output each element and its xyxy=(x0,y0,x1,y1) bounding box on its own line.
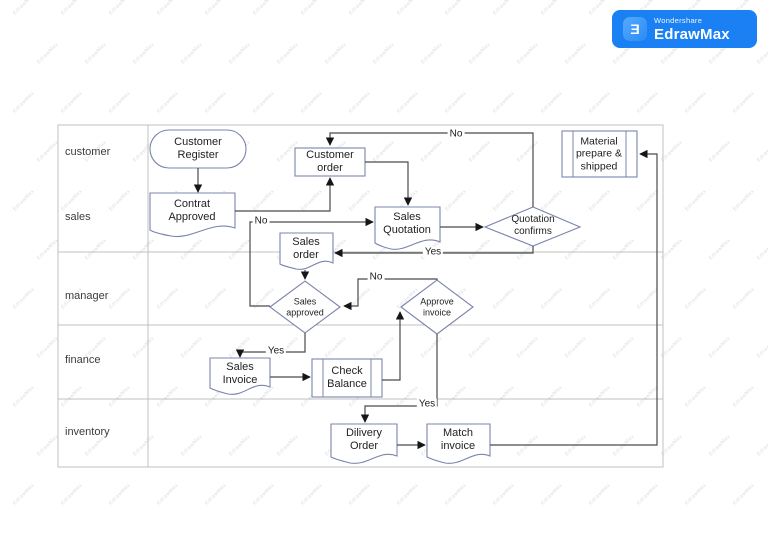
connector-confirms-yes-to-sales-order xyxy=(334,246,534,258)
node-label-sales-order: Sales order xyxy=(292,236,320,261)
logo-product-text: EdrawMax xyxy=(654,25,730,43)
edge-label-sales-approved-no: No xyxy=(252,215,270,227)
node-label-contrat-approved: Contrat Approved xyxy=(168,198,216,223)
lane-label-manager: manager xyxy=(65,290,109,302)
edge-label-quotation-yes: Yes xyxy=(422,246,444,258)
connector-contrat-to-customer-order xyxy=(235,177,335,212)
decision-approve-invoice[interactable] xyxy=(400,279,474,335)
node-label-sales-invoice: Sales Invoice xyxy=(222,361,258,386)
connectors xyxy=(193,132,658,450)
lane-label-sales: sales xyxy=(65,211,91,223)
lane-label-customer: customer xyxy=(65,146,111,158)
predefined-material-prepare-shipped[interactable] xyxy=(561,130,638,178)
connector-confirms-no-to-customer-order xyxy=(325,132,534,207)
lane-label-inventory: inventory xyxy=(65,426,110,438)
connector-match-to-material xyxy=(490,149,658,446)
node-label-approve-invoice: Approve invoice xyxy=(420,296,454,317)
connector-customer-order-to-quotation xyxy=(365,161,413,206)
document-contrat-approved[interactable] xyxy=(149,192,236,238)
edge-label-approve-invoice-yes: Yes xyxy=(416,398,438,410)
document-sales-order[interactable] xyxy=(279,232,334,270)
wondershare-logo-icon: Ǝ xyxy=(623,17,647,41)
node-label-sales-quotation: Sales Quotation xyxy=(383,211,431,236)
decision-quotation-confirms[interactable] xyxy=(483,206,582,247)
node-label-match-invoice: Match invoice xyxy=(440,427,476,452)
connector-approve-no-to-approved xyxy=(343,278,438,311)
document-sales-invoice[interactable] xyxy=(209,357,271,395)
decision-sales-approved[interactable] xyxy=(269,280,341,334)
swimlane-grid xyxy=(57,124,664,468)
node-label-material-prepare-shipped: Material prepare & shipped xyxy=(575,135,623,173)
connector-check-balance-to-approve xyxy=(382,311,405,381)
edge-label-quotation-no: No xyxy=(447,128,465,140)
process-customer-order[interactable] xyxy=(294,147,366,177)
lane-label-finance: finance xyxy=(65,354,101,366)
edge-label-approve-invoice-no: No xyxy=(367,271,385,283)
node-label-customer-register: Customer Register xyxy=(174,136,222,161)
edge-label-sales-approved-yes: Yes xyxy=(265,345,287,357)
edrawmax-logo-badge[interactable]: Ǝ Wondershare EdrawMax xyxy=(612,10,757,48)
node-label-customer-order: Customer order xyxy=(306,149,354,174)
connector-approve-yes-to-dilivery xyxy=(360,334,438,423)
predefined-check-balance[interactable] xyxy=(311,358,383,398)
node-label-quotation-confirms: Quotation confirms xyxy=(511,214,555,237)
connector-approved-no-to-quotation xyxy=(249,217,374,307)
document-match-invoice[interactable] xyxy=(426,423,491,464)
node-label-sales-approved: Sales approved xyxy=(286,296,324,317)
document-dilivery-order[interactable] xyxy=(330,423,398,464)
node-label-check-balance: Check Balance xyxy=(327,365,367,390)
document-sales-quotation[interactable] xyxy=(374,206,441,250)
node-label-dilivery-order: Dilivery Order xyxy=(345,427,383,452)
logo-brand-text: Wondershare xyxy=(654,15,703,25)
